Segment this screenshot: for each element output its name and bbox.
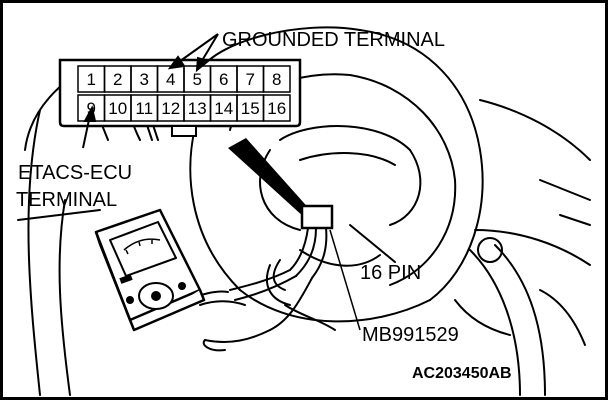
connector-16-pin: 12345678910111213141516: [58, 58, 302, 137]
multimeter-illustration: [94, 208, 206, 332]
pin-label-7: 7: [246, 70, 255, 89]
pin-label-13: 13: [188, 99, 207, 118]
pin-label-11: 11: [135, 99, 153, 118]
pin-label-16: 16: [267, 99, 286, 118]
tool-plug-and-leads: [185, 204, 396, 352]
pin-label-15: 15: [241, 99, 260, 118]
connector-key-tab: [171, 125, 197, 137]
pin-label-12: 12: [161, 99, 180, 118]
connector-16-pin-label: 16 PIN: [360, 262, 421, 284]
pin-label-10: 10: [108, 99, 127, 118]
pin-label-3: 3: [140, 70, 149, 89]
tool-plug: [300, 204, 334, 230]
pin-label-6: 6: [219, 70, 228, 89]
pin-label-8: 8: [272, 70, 281, 89]
pin-label-1: 1: [87, 70, 96, 89]
figure-code-label: AC203450AB: [412, 365, 512, 382]
tool-number-leader: [329, 229, 361, 331]
pin-cell: [262, 65, 291, 93]
multimeter-display: [109, 221, 177, 277]
pin-label-5: 5: [193, 70, 202, 89]
tool-number-label: MB991529: [362, 324, 459, 346]
grounded-terminal-arrows: [167, 33, 219, 73]
pin-cell: [262, 94, 291, 122]
pin-grid: [77, 65, 291, 122]
etacs-ecu-label-line1: ETACS-ECU: [18, 162, 132, 184]
etacs-ecu-arrow: [82, 105, 97, 149]
connector-housing: [58, 58, 302, 128]
etacs-ecu-label-line2: TERMINAL: [16, 189, 117, 211]
pin-label-14: 14: [214, 99, 233, 118]
pin-label-4: 4: [166, 70, 175, 89]
grounded-terminal-label: GROUNDED TERMINAL: [222, 29, 445, 51]
pin-label-2: 2: [113, 70, 122, 89]
connector-location-pointer: [228, 138, 312, 218]
